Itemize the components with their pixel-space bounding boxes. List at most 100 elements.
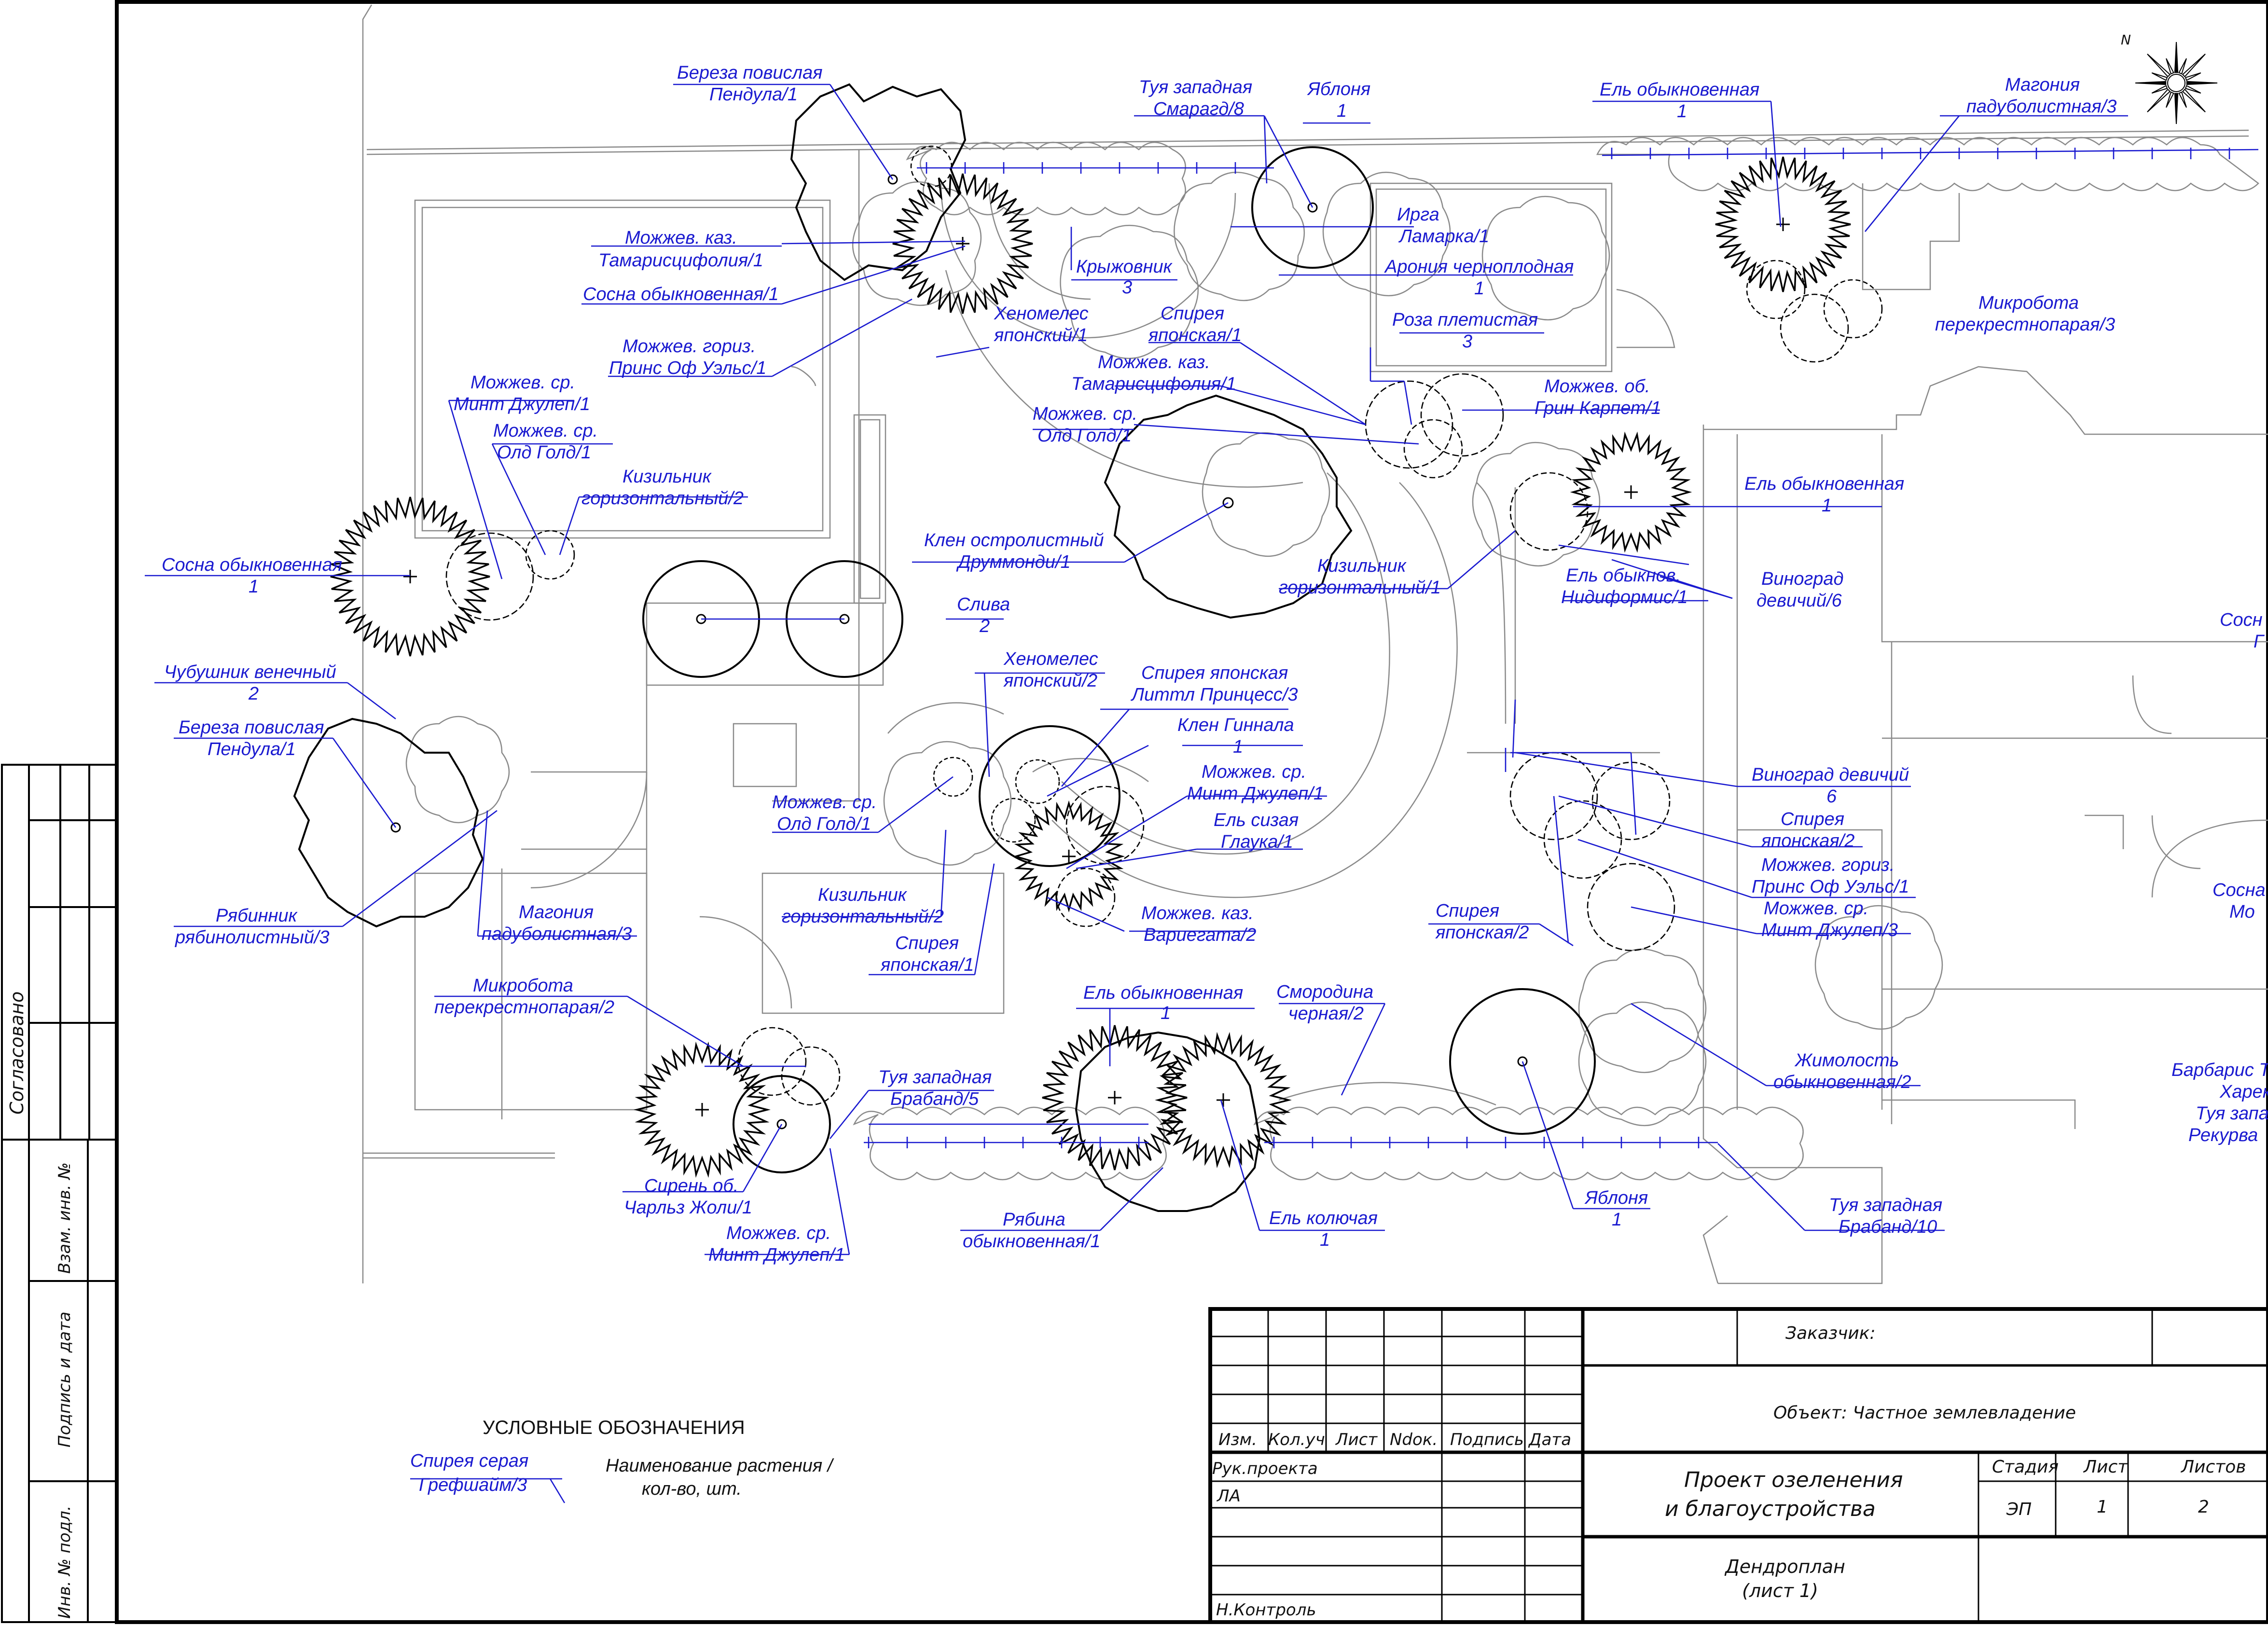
spiky-conifers xyxy=(330,156,1851,1178)
label-juniper-green: Можжев. об. xyxy=(1544,376,1650,397)
label-spiraea-lp-qty: Литтл Принцесс/3 xyxy=(1130,685,1298,705)
label-pine-1: Сосна обыкновенная/1 xyxy=(583,284,779,304)
label-microbiota-1-qty: перекрестнопарая/3 xyxy=(1935,315,2115,335)
label-pine-2: Сосна обыкновенная xyxy=(162,555,342,575)
label-birch-2: Береза повислая xyxy=(179,717,324,738)
label-currant-qty: черная/2 xyxy=(1288,1004,1364,1024)
object-label: Объект: Частное землевладение xyxy=(1773,1403,2076,1423)
label-microbiota-2: Микробота xyxy=(473,976,573,996)
label-juniper-old-3: Можжев. ср. xyxy=(772,792,877,812)
label-juniper-mint-2-qty: Минт Джулеп/1 xyxy=(1187,784,1324,804)
compass-point xyxy=(2178,91,2187,108)
project-title-2: и благоустройства xyxy=(1665,1497,1876,1521)
stage-value: ЭП xyxy=(2006,1500,2032,1519)
label-microbiota-2-qty: перекрестнопарая/2 xyxy=(434,997,614,1018)
conifer-spruce-east-center xyxy=(1624,485,1638,499)
shrub-groups xyxy=(405,171,1943,1127)
label-spruce-1: Ель обыкновенная xyxy=(1600,80,1759,100)
compass-point xyxy=(2166,58,2174,75)
label-philadelphus-qty: 2 xyxy=(248,684,259,704)
label-maple: Клен остролистный xyxy=(924,530,1104,551)
conifer-pine-west xyxy=(330,496,490,657)
conifer-pine-north xyxy=(892,173,1033,314)
label-thuja-3-qty: Брабанд/10 xyxy=(1839,1217,1937,1237)
row-lead: Рук.проекта xyxy=(1212,1459,1318,1478)
label-juniper-old-2: Можжев. ср. xyxy=(1033,404,1137,424)
label-clipped-pine: Сосн xyxy=(2220,610,2263,630)
label-thuja-2: Туя западная xyxy=(878,1067,992,1088)
label-plum-qty: 2 xyxy=(979,616,990,636)
label-maple-qty: Друммонди/1 xyxy=(956,552,1071,572)
label-chaenomeles-2: Хеномелес xyxy=(1003,649,1098,669)
label-apple-2: Яблоня xyxy=(1584,1188,1648,1208)
label-plum: Слива xyxy=(957,594,1010,615)
label-juniper-hor-1: Можжев. гориз. xyxy=(622,336,756,357)
label-currant: Смородина xyxy=(1276,982,1373,1002)
sheets-header: Листов xyxy=(2180,1457,2246,1477)
compass-point xyxy=(2178,58,2187,75)
north-arrow-icon: N xyxy=(2121,32,2218,124)
conifer-spruce-ne xyxy=(1715,156,1851,292)
label-thuja-1-qty: Смарагд/8 xyxy=(1153,99,1244,119)
label-spiraea-lp: Спирея японская xyxy=(1141,663,1288,683)
label-spiraea-1-qty: японская/1 xyxy=(1148,325,1242,345)
label-ginnala-qty: 1 xyxy=(1233,737,1243,757)
birch-trees xyxy=(293,83,1353,1212)
label-juniper-mint-4: Можжев. ср. xyxy=(726,1223,831,1243)
label-birch-1-qty: Пендула/1 xyxy=(709,84,798,105)
label-gooseberry: Крыжовник xyxy=(1076,257,1173,277)
tree-centers xyxy=(390,174,1528,1129)
conifer-spruce-south-center xyxy=(1108,1091,1121,1104)
label-spruce-1-qty: 1 xyxy=(1677,101,1687,122)
label-aronia: Арония черноплодная xyxy=(1384,257,1574,277)
label-birch-2-qty: Пендула/1 xyxy=(207,739,296,759)
label-cotoneaster-1: Кизильник xyxy=(622,467,712,487)
conifer-spruce-glauca xyxy=(1012,800,1125,913)
sheets-value: 2 xyxy=(2198,1497,2209,1517)
compass-point xyxy=(2135,81,2167,85)
label-juniper-old-3-qty: Олд Голд/1 xyxy=(777,814,871,834)
label-lilac: Сирень об. xyxy=(644,1176,738,1196)
conifer-spruce-east xyxy=(1570,431,1692,553)
drawing-name-2: (лист 1) xyxy=(1742,1580,1818,1601)
conifer-pine-west-center xyxy=(403,570,417,583)
label-rose-qty: 3 xyxy=(1462,331,1472,352)
plant-labels: Береза повислая Пендула/1 Туя западная С… xyxy=(162,63,2268,1265)
conifer-spruce-sw-center xyxy=(695,1103,709,1116)
label-spruce-nid: Ель обыкнов. xyxy=(1566,565,1681,586)
label-juniper-old-1-qty: Олд Голд/1 xyxy=(497,442,591,463)
col-doc: Ndок. xyxy=(1390,1430,1438,1449)
label-juniper-mint-3: Можжев. ср. xyxy=(1764,898,1868,919)
compass-point xyxy=(2151,72,2168,81)
leader-lines xyxy=(145,83,2259,1503)
sheet-frame xyxy=(115,0,2268,1624)
label-gooseberry-qty: 3 xyxy=(1122,277,1132,298)
label-grape-2-qty: 6 xyxy=(1826,786,1837,807)
compass-point xyxy=(2174,93,2179,124)
label-juniper-tam-2: Можжев. каз. xyxy=(1098,352,1210,372)
label-clipped-barberry: Барбарис Т xyxy=(2171,1060,2268,1080)
label-juniper-var-qty: Вариегата/2 xyxy=(1144,925,1256,945)
label-spiraea-2: Спирея xyxy=(1781,809,1844,829)
label-juniper-hor-1-qty: Принс Оф Уэльс/1 xyxy=(609,358,766,378)
label-juniper-tam-1-qty: Тамарисцифолия/1 xyxy=(598,250,763,271)
legend-desc-1: Наименование растения / xyxy=(606,1456,834,1476)
label-juniper-tam-2-qty: Тамарисцифолия/1 xyxy=(1071,374,1236,394)
label-juniper-hor-2-qty: Принс Оф Уэльс/1 xyxy=(1752,877,1909,897)
label-mahonia-1: Магония xyxy=(2005,75,2080,95)
col-count: Кол.уч xyxy=(1268,1430,1325,1449)
label-clipped-thuja: Туя запа xyxy=(2196,1103,2268,1124)
legend-desc-2: кол-во, шт. xyxy=(642,1479,742,1499)
label-juniper-var: Можжев. каз. xyxy=(1141,903,1254,923)
label-juniper-old-1: Можжев. ср. xyxy=(493,421,598,441)
label-philadelphus: Чубушник венечный xyxy=(164,662,336,682)
label-aronia-qty: 1 xyxy=(1474,278,1484,299)
label-rowan-qty: обыкновенная/1 xyxy=(963,1231,1101,1252)
label-spiraea-3-qty: японская/1 xyxy=(880,955,974,975)
label-juniper-tam-1: Можжев. каз. xyxy=(625,228,737,248)
label-microbiota-1: Микробота xyxy=(1978,293,2079,313)
label-honeysuckle: Жимолость xyxy=(1794,1050,1899,1071)
label-chaenomeles-2-qty: японский/2 xyxy=(1003,671,1097,691)
legend-title: УСЛОВНЫЕ ОБОЗНАЧЕНИЯ xyxy=(483,1417,745,1438)
label-thuja-3: Туя западная xyxy=(1829,1195,1942,1215)
